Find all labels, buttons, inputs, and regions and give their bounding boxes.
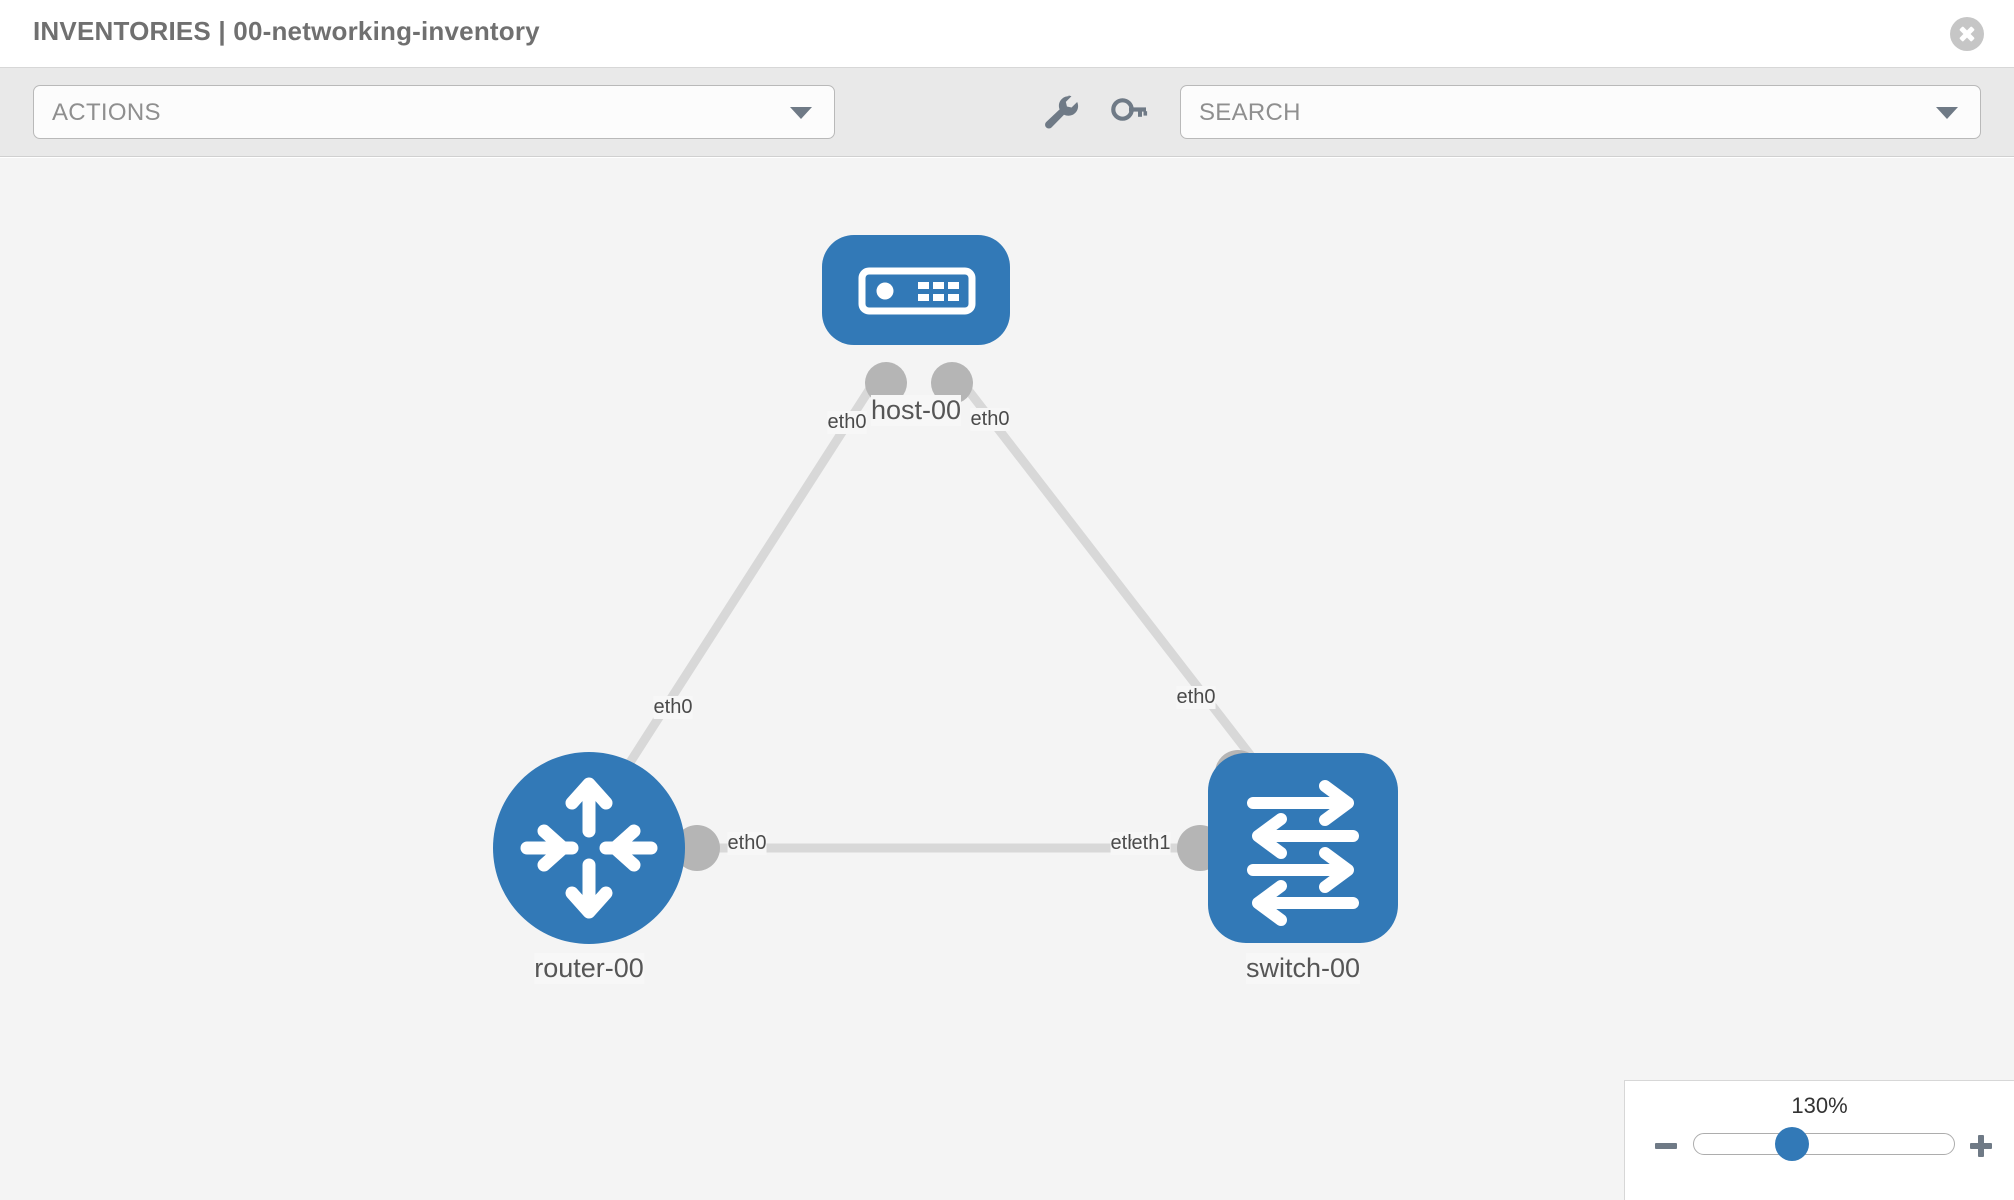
search-input[interactable]: SEARCH xyxy=(1180,85,1981,139)
toolbar: ACTIONS SEARCH xyxy=(0,68,2014,157)
link-host00-switch00 xyxy=(951,370,1272,781)
node-host-00-shape xyxy=(822,235,1010,345)
key-icon[interactable] xyxy=(1108,92,1150,134)
node-host-00 xyxy=(822,235,1010,345)
iface-label-host00-eth0-left: eth0 xyxy=(827,411,867,434)
zoom-level-value: 130% xyxy=(1791,1093,1848,1118)
zoom-slider-thumb[interactable] xyxy=(1775,1127,1809,1161)
connector-router00-eth0 xyxy=(674,825,720,871)
plus-icon[interactable] xyxy=(1966,1131,1996,1161)
router-arrows-icon xyxy=(520,777,658,919)
actions-dropdown-label: ACTIONS xyxy=(52,99,161,126)
zoom-control-panel: 130% xyxy=(1624,1080,2014,1200)
minus-icon[interactable] xyxy=(1651,1131,1681,1161)
iface-label-router00-eth0-uplink: eth0 xyxy=(653,696,693,719)
chevron-down-icon xyxy=(790,107,812,119)
zoom-slider-track[interactable] xyxy=(1693,1133,1955,1155)
page-header: INVENTORIES | 00-networking-inventory xyxy=(0,0,2014,68)
iface-label-switch00-eth1: eth1 xyxy=(1131,832,1171,855)
iface-label-switch00-eth0-uplink: eth0 xyxy=(1176,686,1216,709)
node-label-switch-00: switch-00 xyxy=(1245,953,1361,984)
iface-label-router00-eth0: eth0 xyxy=(727,832,767,855)
node-switch-00 xyxy=(1208,753,1398,943)
node-switch-00-shape xyxy=(1208,753,1398,943)
node-label-router-00: router-00 xyxy=(534,953,644,984)
search-placeholder: SEARCH xyxy=(1199,99,1301,126)
connector-host00-eth0-right xyxy=(931,362,973,404)
node-label-host-00: host-00 xyxy=(870,395,962,426)
iface-label-host00-eth0-right: eth0 xyxy=(970,408,1010,431)
chevron-down-icon xyxy=(1936,107,1958,119)
node-router-00 xyxy=(493,752,685,944)
topology-graph xyxy=(493,235,1398,944)
connector-host00-eth0-left xyxy=(865,362,907,404)
server-icon xyxy=(858,267,976,315)
switch-arrows-icon xyxy=(1247,780,1359,926)
topology-connectors xyxy=(674,362,1261,871)
topology-links xyxy=(616,370,1272,853)
topology-canvas[interactable]: eth0 eth0 eth0 eth0 eth0 eth0 eth1 host-… xyxy=(0,158,2014,1200)
actions-dropdown[interactable]: ACTIONS xyxy=(33,85,835,139)
page-title: INVENTORIES | 00-networking-inventory xyxy=(33,16,540,46)
close-icon[interactable] xyxy=(1950,17,1984,51)
node-router-00-shape xyxy=(493,752,685,944)
wrench-icon[interactable] xyxy=(1040,92,1082,134)
